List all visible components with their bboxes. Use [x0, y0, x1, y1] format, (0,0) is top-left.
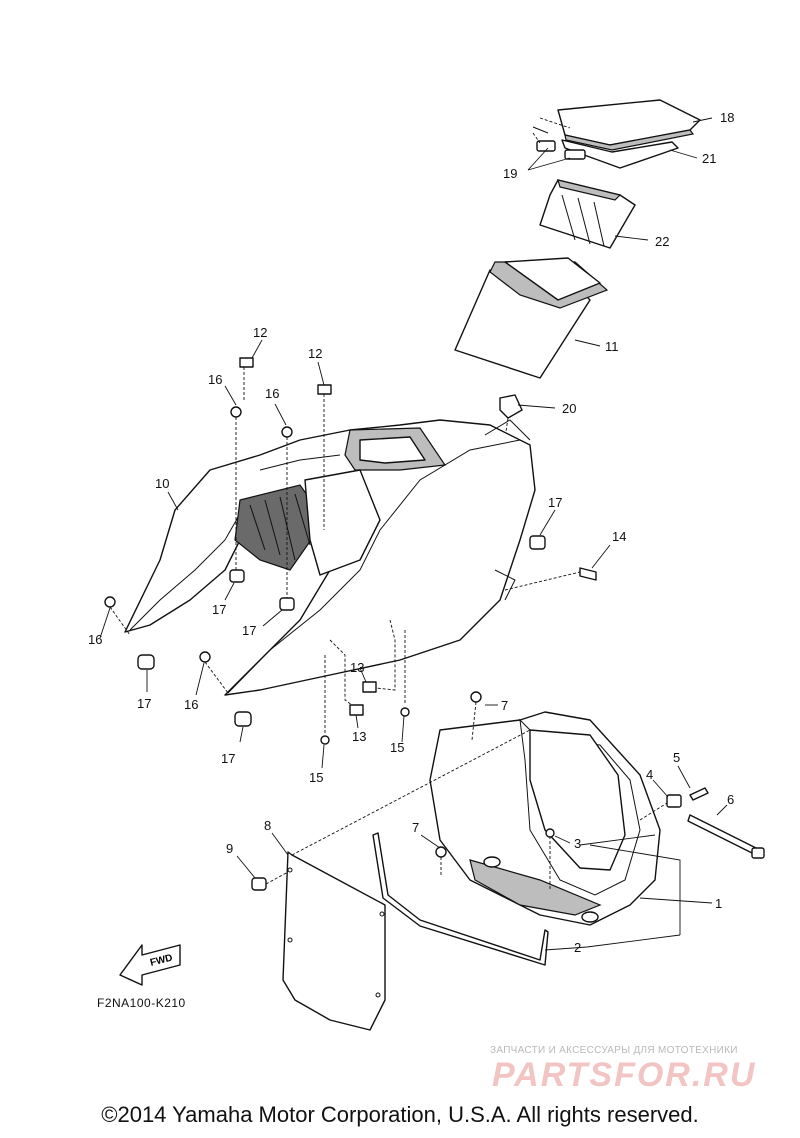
callout-7-upper: 7: [501, 698, 508, 713]
callout-17-center-left: 17: [212, 602, 226, 617]
rear-fender-part: [124, 419, 536, 696]
leader-lines: [99, 117, 728, 951]
callout-1: 1: [715, 896, 722, 911]
forward-arrow-label: FWD: [149, 953, 174, 969]
copyright-notice: ©2014 Yamaha Motor Corporation, U.S.A. A…: [101, 1102, 699, 1127]
callout-5: 5: [673, 750, 680, 765]
mud-flap-part: [251, 729, 531, 1031]
diagram-code: F2NA100-K210: [97, 996, 186, 1010]
callout-12-left: 12: [253, 325, 267, 340]
watermark-tagline: ЗАПЧАСТИ И АКСЕССУАРЫ ДЛЯ МОТОТЕХНИКИ: [490, 1045, 738, 1056]
callout-3: 3: [574, 836, 581, 851]
callout-11: 11: [605, 339, 619, 354]
seat-screw-parts: [532, 117, 586, 160]
callout-15-right: 15: [390, 740, 404, 755]
inner-fender-part: [429, 711, 661, 926]
callout-22: 22: [655, 234, 669, 249]
callout-12-right: 12: [308, 346, 322, 361]
callout-13-lower: 13: [352, 729, 366, 744]
watermark-logo: PARTSFOR.RU: [492, 1056, 757, 1094]
callout-17-far-left: 17: [137, 696, 151, 711]
seat-cushion-part: [557, 99, 701, 151]
callout-17-lower: 17: [221, 751, 235, 766]
callout-17-right: 17: [548, 495, 562, 510]
callout-7-lower: 7: [412, 820, 419, 835]
callout-19: 19: [503, 166, 517, 181]
callout-17-center: 17: [242, 623, 256, 638]
callout-13-upper: 13: [350, 660, 364, 675]
callout-14: 14: [612, 529, 626, 544]
callout-6: 6: [727, 792, 734, 807]
trim-strip-part: [372, 832, 549, 966]
callout-15-left: 15: [309, 770, 323, 785]
callout-16-upper-right: 16: [265, 386, 279, 401]
callout-9: 9: [226, 841, 233, 856]
clip-part: [499, 394, 523, 439]
seat-base-plate-part: [561, 139, 679, 169]
inner-fender-fastener-parts: [435, 691, 765, 875]
callout-2: 2: [574, 940, 581, 955]
callout-labels: 18 21 19 22 11 20 12 12 16 16 10 17 14 1…: [88, 110, 734, 955]
callout-8: 8: [264, 818, 271, 833]
callout-16-upper-left: 16: [208, 372, 222, 387]
storage-box-part: [539, 179, 636, 249]
callout-16-lower: 16: [184, 697, 198, 712]
callout-20: 20: [562, 401, 576, 416]
forward-arrow-icon: FWD: [119, 944, 181, 986]
callout-18: 18: [720, 110, 734, 125]
callout-4: 4: [646, 767, 653, 782]
fender-fastener-parts: [104, 357, 597, 745]
callout-16-far-left: 16: [88, 632, 102, 647]
callout-21: 21: [702, 151, 716, 166]
callout-10: 10: [155, 476, 169, 491]
seat-part: [454, 257, 609, 379]
